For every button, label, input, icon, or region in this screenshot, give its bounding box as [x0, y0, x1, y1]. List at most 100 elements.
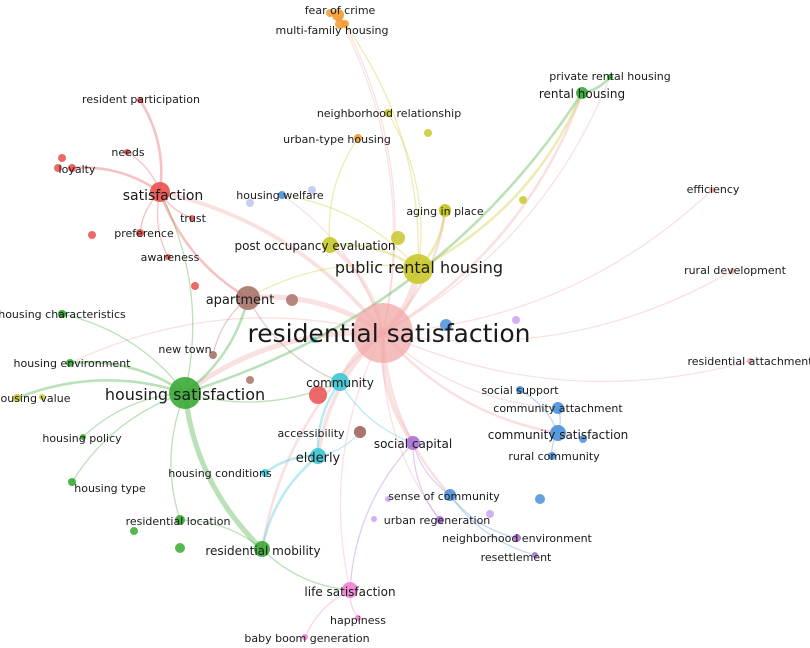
- link-public-rental-housing-fear-of-crime: [337, 14, 420, 270]
- link-residential-satisfaction-satisfaction: [159, 190, 385, 335]
- node-community-attachment[interactable]: [552, 402, 564, 414]
- node-housing-value[interactable]: [13, 394, 21, 402]
- node-new-town[interactable]: [209, 351, 217, 359]
- node-community-satisfaction[interactable]: [550, 425, 566, 441]
- minor-node-dot: [88, 231, 96, 239]
- node-accessibility[interactable]: [354, 426, 366, 438]
- node-needs[interactable]: [124, 149, 130, 155]
- node-residential-satisfaction[interactable]: [353, 303, 413, 363]
- node-label-post-occupancy-evaluation: post occupancy evaluation: [234, 239, 395, 253]
- link-residential-satisfaction-fear-of-crime: [337, 14, 395, 334]
- link-sense-of-community-neighborhood-environment: [449, 494, 518, 539]
- minor-node-dot: [309, 386, 327, 404]
- link-sense-of-community-resettlement: [449, 494, 536, 556]
- node-fear-of-crime[interactable]: [332, 9, 344, 21]
- minor-node-dot: [535, 494, 545, 504]
- node-label-housing-welfare: housing welfare: [236, 189, 324, 202]
- node-label-urban-regeneration: urban regeneration: [384, 514, 491, 527]
- node-apartment[interactable]: [236, 286, 260, 310]
- node-label-neighborhood-relationship: neighborhood relationship: [317, 107, 461, 120]
- minor-node-dot: [191, 282, 199, 290]
- node-label-social-support: social support: [481, 384, 559, 397]
- node-label-trust: trust: [180, 212, 207, 225]
- node-multi-family-housing[interactable]: [341, 20, 349, 28]
- node-label-resident-participation: resident participation: [82, 93, 200, 106]
- node-satisfaction[interactable]: [150, 182, 170, 202]
- node-elderly[interactable]: [310, 448, 326, 464]
- node-label-rental-housing: rental housing: [539, 87, 625, 101]
- node-housing-welfare[interactable]: [278, 191, 286, 199]
- node-social-support[interactable]: [516, 386, 524, 394]
- node-label-community-satisfaction: community satisfaction: [488, 428, 629, 442]
- node-residential-attachment[interactable]: [747, 358, 753, 364]
- node-housing-environment[interactable]: [66, 359, 74, 367]
- node-aging-in-place[interactable]: [439, 204, 451, 216]
- node-awareness[interactable]: [165, 254, 171, 260]
- minor-node-dot: [39, 394, 45, 400]
- node-life-satisfaction[interactable]: [342, 582, 358, 598]
- node-label-multi-family-housing: multi-family housing: [276, 24, 389, 37]
- link-residential-satisfaction-rental-housing: [382, 92, 584, 335]
- node-urban-type-housing[interactable]: [354, 134, 362, 142]
- link-residential-satisfaction-life-satisfaction: [339, 332, 384, 591]
- link-housing-satisfaction-housing-characteristics: [61, 313, 186, 394]
- node-label-housing-type: housing type: [74, 482, 146, 495]
- link-residential-satisfaction-residential-attachment: [382, 332, 751, 383]
- node-label-satisfaction: satisfaction: [123, 188, 204, 204]
- link-housing-satisfaction-housing-type: [71, 392, 186, 483]
- node-label-housing-policy: housing policy: [42, 432, 122, 445]
- node-label-loyalty: loyalty: [59, 163, 96, 176]
- node-community[interactable]: [331, 373, 349, 391]
- link-residential-satisfaction-residential-mobility: [260, 332, 384, 550]
- node-neighborhood-environment[interactable]: [513, 534, 521, 542]
- node-label-needs: needs: [111, 146, 144, 159]
- node-rental-housing[interactable]: [576, 87, 588, 99]
- node-rural-development[interactable]: [729, 268, 735, 274]
- node-preference[interactable]: [136, 229, 144, 237]
- minor-node-dot: [512, 316, 520, 324]
- node-happiness[interactable]: [355, 615, 361, 621]
- node-private-rental-housing[interactable]: [607, 74, 613, 80]
- node-baby-boom-generation[interactable]: [302, 634, 308, 640]
- minor-node-dot: [486, 510, 494, 518]
- node-rural-community[interactable]: [548, 452, 556, 460]
- node-resident-participation[interactable]: [137, 97, 143, 103]
- node-label-preference: preference: [114, 227, 174, 240]
- node-label-rural-community: rural community: [508, 450, 600, 463]
- link-residential-satisfaction-private-rental-housing: [382, 76, 611, 334]
- node-label-sense-of-community: sense of community: [388, 490, 500, 503]
- link-community-social-capital: [339, 381, 414, 444]
- node-trust[interactable]: [189, 215, 195, 221]
- link-housing-satisfaction-residential-mobility: [182, 392, 264, 551]
- node-housing-policy[interactable]: [80, 434, 86, 440]
- node-housing-conditions[interactable]: [261, 469, 269, 477]
- link-residential-satisfaction-community-satisfaction: [382, 332, 559, 435]
- node-urban-regeneration[interactable]: [436, 516, 444, 524]
- node-efficiency[interactable]: [709, 187, 715, 193]
- node-post-occupancy-evaluation[interactable]: [322, 237, 338, 253]
- link-apartment-community: [247, 297, 341, 383]
- node-resettlement[interactable]: [532, 552, 538, 558]
- node-public-rental-housing[interactable]: [403, 254, 433, 284]
- node-housing-satisfaction[interactable]: [169, 377, 201, 409]
- link-housing-satisfaction-satisfaction: [159, 191, 194, 394]
- node-social-capital[interactable]: [406, 436, 420, 450]
- link-residential-satisfaction-efficiency: [382, 189, 713, 334]
- node-residential-mobility[interactable]: [254, 541, 270, 557]
- node-sense-of-community[interactable]: [444, 489, 456, 501]
- node-label-community-attachment: community attachment: [493, 402, 623, 415]
- node-label-aging-in-place: aging in place: [406, 205, 484, 218]
- minor-node-dot: [308, 186, 316, 194]
- node-loyalty[interactable]: [68, 164, 76, 172]
- minor-node-dot: [286, 294, 298, 306]
- node-housing-characteristics[interactable]: [58, 310, 66, 318]
- node-label-residential-location: residential location: [126, 515, 231, 528]
- node-neighborhood-relationship[interactable]: [384, 109, 392, 117]
- node-residential-location[interactable]: [175, 515, 185, 525]
- minor-node-dot: [424, 129, 432, 137]
- link-residential-mobility-life-satisfaction: [261, 548, 351, 591]
- node-housing-type[interactable]: [68, 478, 76, 486]
- link-satisfaction-apartment: [158, 191, 249, 300]
- minor-node-dot: [440, 319, 452, 331]
